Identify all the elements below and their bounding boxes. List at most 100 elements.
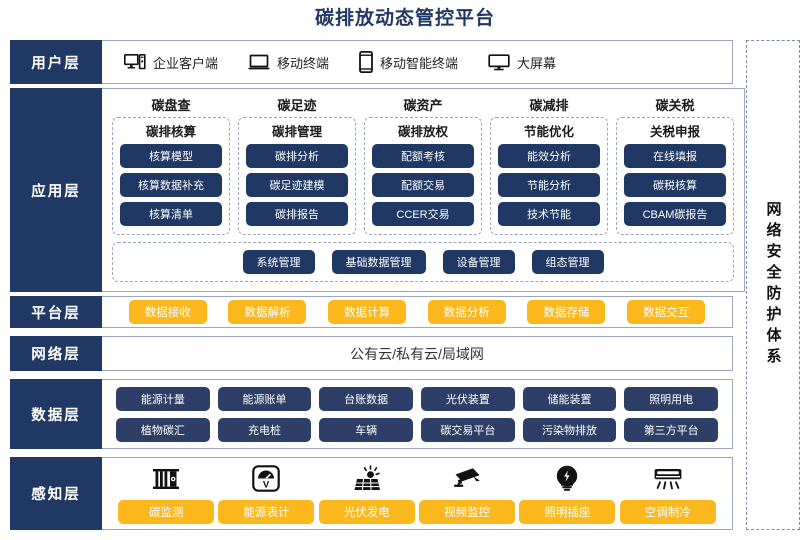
app-management-pill[interactable]: 组态管理 (531, 250, 604, 274)
laptop-icon (248, 54, 270, 71)
app-pill[interactable]: 核算清单 (120, 202, 222, 226)
energy-meter-icon: V (252, 464, 281, 494)
app-pill[interactable]: 碳足迹建模 (246, 173, 348, 197)
data-pill[interactable]: 第三方平台 (624, 417, 719, 442)
data-layer-row-2: 植物碳汇 充电桩 车辆 碳交易平台 污染物排放 第三方平台 (116, 417, 719, 442)
data-pill[interactable]: 能源计量 (116, 386, 210, 411)
app-pill[interactable]: 配额交易 (372, 173, 474, 197)
user-item-label: 移动智能终端 (380, 55, 459, 71)
platform-pill[interactable]: 数据计算 (328, 300, 407, 324)
data-pill[interactable]: 储能装置 (522, 386, 617, 411)
app-pill[interactable]: 碳排报告 (246, 202, 348, 226)
application-layer-label: 应用层 (10, 88, 102, 292)
data-pill[interactable]: 碳交易平台 (421, 417, 515, 442)
data-pill[interactable]: 车辆 (319, 417, 414, 442)
network-layer-label: 网络层 (10, 336, 102, 371)
data-pill[interactable]: 污染物排放 (522, 417, 617, 442)
app-column-carbon-asset: 碳资产 碳排放权 配额考核 配额交易 CCER交易 (364, 95, 482, 235)
network-layer-text: 公有云/私有云/局域网 (350, 345, 484, 362)
user-item-enterprise-client[interactable]: 企业客户端 (124, 53, 218, 72)
app-management-pill[interactable]: 系统管理 (242, 250, 315, 274)
network-layer-row: 网络层 公有云/私有云/局域网 (10, 336, 733, 371)
sensing-layer-body: 碳监测 V 能源表计 (102, 457, 733, 530)
application-layer-body: 碳盘查 碳排核算 核算模型 核算数据补充 核算清单 碳足迹 碳排管理 (102, 88, 745, 292)
smartphone-icon (359, 50, 373, 74)
desktop-tower-icon (124, 53, 146, 71)
big-screen-icon (488, 53, 510, 71)
air-conditioner-icon (653, 464, 683, 494)
app-pill[interactable]: 能效分析 (498, 144, 600, 168)
security-system-panel: 网络安全防护体系 (746, 40, 800, 530)
app-card-title: 碳排核算 (145, 125, 196, 139)
sensing-item-label: 空调制冷 (619, 499, 716, 524)
sensing-item-solar-power[interactable]: 光伏发电 (318, 464, 415, 524)
app-pill[interactable]: 核算模型 (120, 144, 222, 168)
sensing-item-label: 碳监测 (118, 499, 215, 524)
app-column-carbon-footprint: 碳足迹 碳排管理 碳排分析 碳足迹建模 碳排报告 (238, 95, 356, 235)
platform-pill[interactable]: 数据交互 (627, 300, 706, 324)
data-pill[interactable]: 台账数据 (319, 386, 414, 411)
sensing-item-air-conditioning[interactable]: 空调制冷 (619, 464, 716, 524)
sensing-item-label: 能源表计 (218, 499, 315, 524)
data-pill[interactable]: 充电桩 (217, 417, 312, 442)
user-layer-label: 用户层 (10, 40, 102, 84)
platform-pill[interactable]: 数据接收 (128, 300, 207, 324)
application-layer-row: 应用层 碳盘查 碳排核算 核算模型 核算数据补充 核算清单 (10, 88, 745, 292)
carbon-monitor-icon (152, 464, 180, 494)
app-pill[interactable]: 配额考核 (372, 144, 474, 168)
app-column-carbon-tariff: 碳关税 关税申报 在线填报 碳税核算 CBAM碳报告 (616, 95, 734, 235)
sensing-item-label: 光伏发电 (318, 499, 415, 524)
application-management-group: 系统管理 基础数据管理 设备管理 组态管理 (112, 242, 734, 282)
sensing-item-carbon-monitor[interactable]: 碳监测 (118, 464, 215, 524)
data-layer-label: 数据层 (10, 379, 102, 449)
sensing-item-video-surveillance[interactable]: 视频监控 (419, 464, 516, 524)
sensing-item-lighting-socket[interactable]: 照明插座 (519, 464, 616, 524)
page-title: 碳排放动态管控平台 (314, 8, 495, 29)
security-system-label: 网络安全防护体系 (764, 201, 782, 369)
app-pill[interactable]: 核算数据补充 (120, 173, 222, 197)
user-item-large-screen[interactable]: 大屏幕 (488, 53, 556, 72)
sensing-item-label: 照明插座 (519, 499, 616, 524)
platform-pill[interactable]: 数据存储 (527, 300, 606, 324)
data-layer-row: 数据层 能源计量 能源账单 台账数据 光伏装置 储能装置 照明用电 植物碳汇 充… (10, 379, 733, 449)
app-management-pill[interactable]: 基础数据管理 (331, 250, 426, 274)
app-card-title: 节能优化 (523, 125, 574, 139)
cctv-camera-icon (452, 464, 482, 494)
data-pill[interactable]: 能源账单 (217, 386, 312, 411)
platform-pill[interactable]: 数据分析 (427, 300, 506, 324)
app-card: 碳排放权 配额考核 配额交易 CCER交易 (364, 117, 482, 235)
app-card: 节能优化 能效分析 节能分析 技术节能 (490, 117, 608, 235)
light-bulb-icon (555, 464, 579, 494)
svg-text:V: V (263, 479, 270, 490)
data-pill[interactable]: 照明用电 (624, 386, 719, 411)
platform-pill[interactable]: 数据解析 (228, 300, 307, 324)
app-card: 关税申报 在线填报 碳税核算 CBAM碳报告 (616, 117, 734, 235)
sensing-layer-row: 感知层 (10, 457, 733, 530)
data-pill[interactable]: 光伏装置 (421, 386, 515, 411)
user-item-label: 移动终端 (277, 55, 330, 71)
sensing-item-label: 视频监控 (419, 499, 516, 524)
app-card-title: 碳排管理 (271, 125, 322, 139)
app-column-title: 碳关税 (655, 98, 695, 113)
app-management-pill[interactable]: 设备管理 (442, 250, 515, 274)
sensing-item-energy-meter[interactable]: V 能源表计 (218, 464, 315, 524)
app-pill[interactable]: 碳排分析 (246, 144, 348, 168)
app-pill[interactable]: CCER交易 (372, 202, 474, 226)
user-layer-row: 用户层 企业客户端 (10, 40, 733, 84)
app-card-title: 碳排放权 (397, 125, 448, 139)
app-column-title: 碳减排 (529, 98, 569, 113)
app-pill[interactable]: 碳税核算 (624, 173, 726, 197)
app-pill[interactable]: 技术节能 (498, 202, 600, 226)
user-item-label: 企业客户端 (153, 55, 219, 71)
app-card-title: 关税申报 (649, 125, 700, 139)
data-pill[interactable]: 植物碳汇 (116, 417, 210, 442)
app-column-title: 碳足迹 (277, 98, 317, 113)
app-pill[interactable]: 在线填报 (624, 144, 726, 168)
app-pill[interactable]: 节能分析 (498, 173, 600, 197)
app-pill[interactable]: CBAM碳报告 (624, 202, 726, 226)
user-item-smart-mobile-terminal[interactable]: 移动智能终端 (359, 50, 459, 74)
network-layer-body: 公有云/私有云/局域网 (102, 336, 733, 371)
app-card: 碳排管理 碳排分析 碳足迹建模 碳排报告 (238, 117, 356, 235)
user-item-mobile-terminal[interactable]: 移动终端 (248, 53, 329, 72)
